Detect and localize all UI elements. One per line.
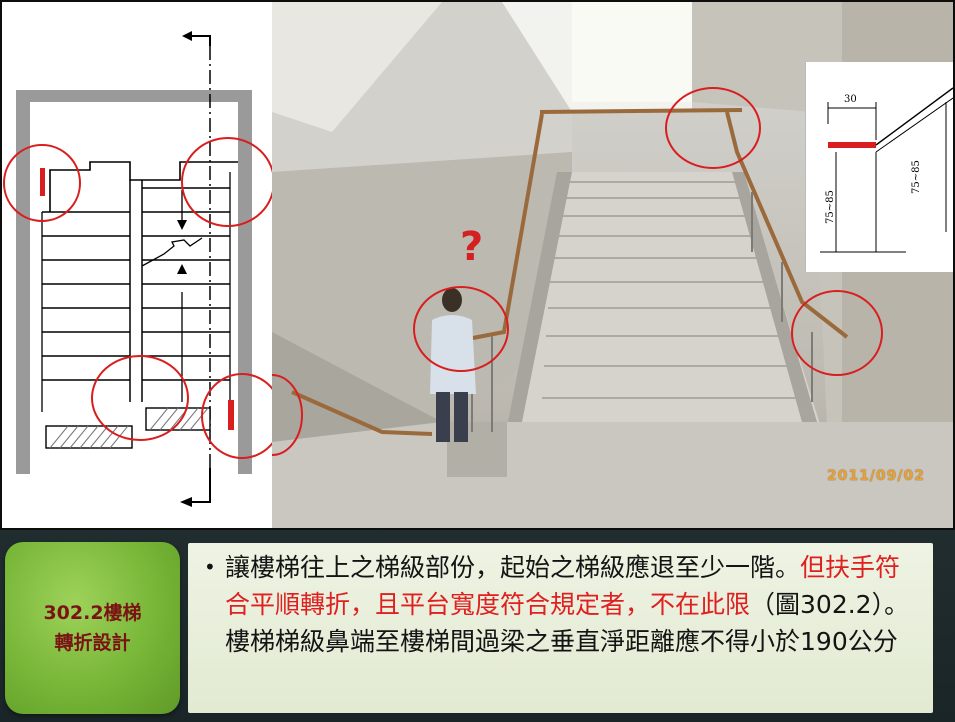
- question-mark: ?: [460, 224, 484, 270]
- description-text-highlight: 但扶手符合平順轉折，且平台寬度符合規定者，不在此限: [225, 553, 901, 619]
- handrail-dimension-inset: 30 75~85 75~85: [805, 62, 953, 272]
- description-text-1: 讓樓梯往上之梯級部份，起始之梯級應退至少一階。: [225, 553, 801, 582]
- stair-plan-drawing: [2, 2, 272, 528]
- description-paragraph: 讓樓梯往上之梯級部份，起始之梯級應退至少一階。但扶手符合平順轉折，且平台寬度符合…: [225, 549, 925, 660]
- section-badge: 302.2樓梯 轉折設計: [5, 542, 180, 714]
- date-stamp: 2011/09/02: [826, 468, 925, 484]
- description-text-2: （圖302.2）。樓梯梯級鼻端至樓梯間過梁之垂直淨距離應不得小於190公分: [225, 590, 910, 656]
- bullet-icon: •: [204, 555, 216, 579]
- figure-frame: ? 2011/09/02 30 75~85 75~85: [0, 0, 955, 530]
- description-textbox: • 讓樓梯往上之梯級部份，起始之梯級應退至少一階。但扶手符合平順轉折，且平台寬度…: [188, 543, 933, 713]
- section-badge-label: 302.2樓梯 轉折設計: [43, 602, 142, 654]
- inset-width-label: 30: [844, 94, 857, 105]
- inset-left-height-label: 75~85: [825, 190, 836, 224]
- staircase-photo: ? 2011/09/02 30 75~85 75~85: [272, 2, 953, 528]
- inset-right-height-label: 75~85: [911, 160, 922, 194]
